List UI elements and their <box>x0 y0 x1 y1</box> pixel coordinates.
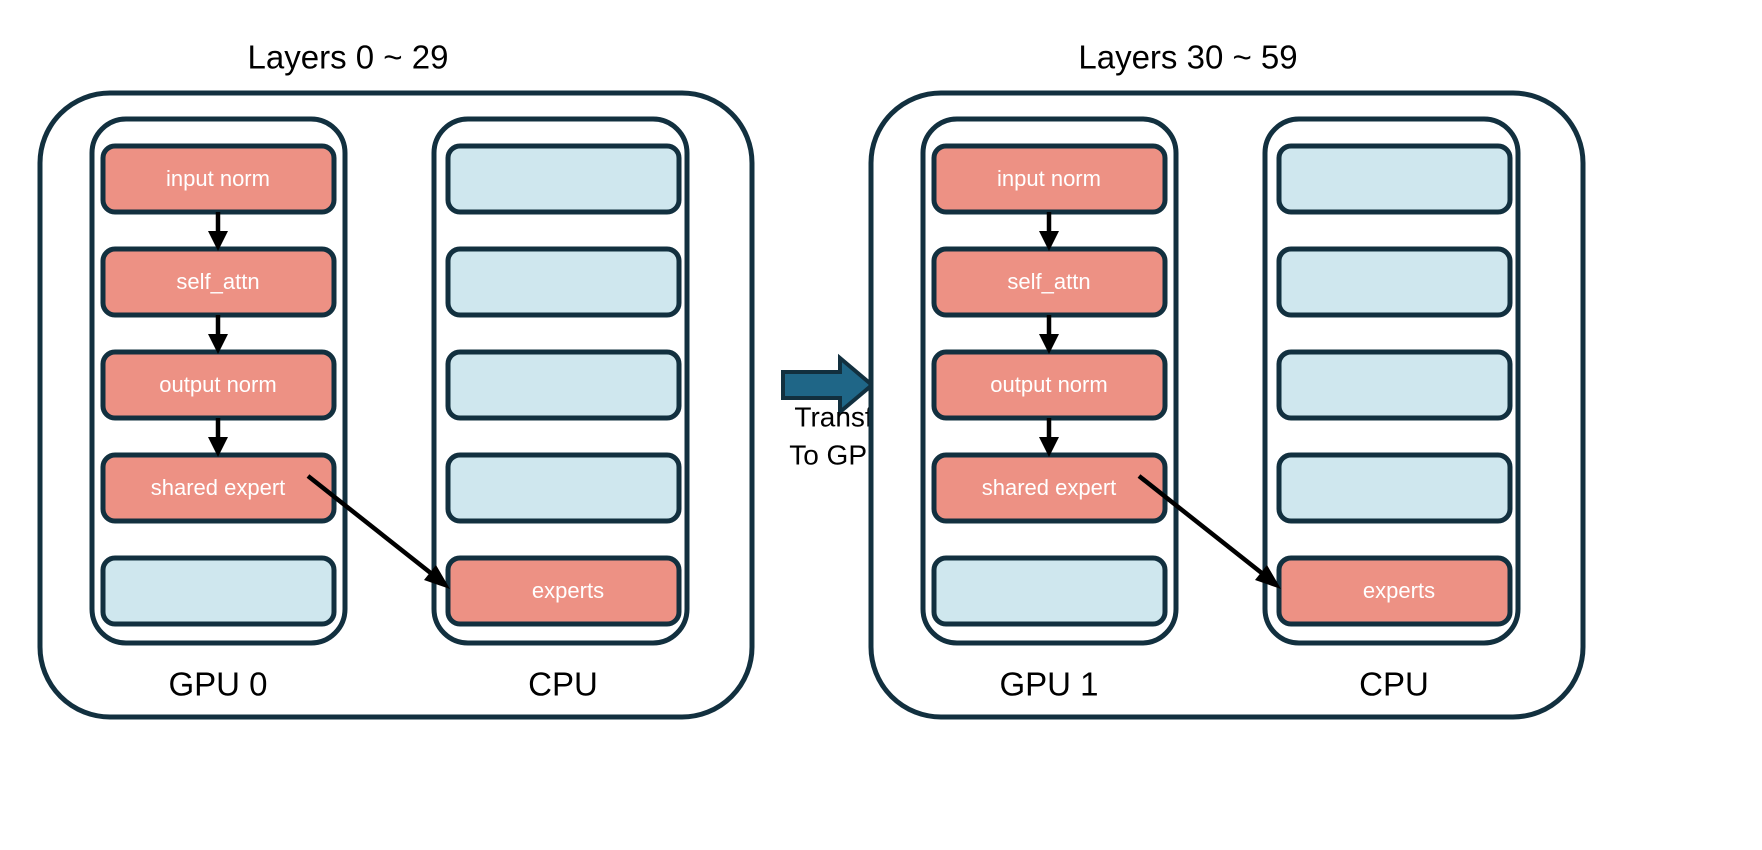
flow-arrow-gpu1-1 <box>1039 212 1059 251</box>
block-label-cpu-right-experts: experts <box>1363 578 1435 603</box>
flow-arrow-gpu0-3 <box>208 418 228 457</box>
block-cpu-left-slot-3[interactable] <box>445 349 682 421</box>
flow-arrow-gpu0-2 <box>208 315 228 354</box>
zone-label-cpu-right: CPU <box>1359 666 1429 703</box>
block-cpu-left-slot-2[interactable] <box>445 246 682 318</box>
block-cpu-right-slot-4[interactable] <box>1276 452 1513 524</box>
block-label-gpu0-self-attn: self_attn <box>176 269 259 294</box>
flow-arrow-gpu1-2 <box>1039 315 1059 354</box>
flow-arrow-gpu1-3 <box>1039 418 1059 457</box>
block-label-gpu1-shared-expert: shared expert <box>982 475 1117 500</box>
diagonal-arrow-right-shared-to-experts <box>1137 474 1281 589</box>
zone-label-cpu-left: CPU <box>528 666 598 703</box>
diagonal-arrow-left-shared-to-experts <box>306 474 450 589</box>
block-label-cpu-left-experts: experts <box>532 578 604 603</box>
block-cpu-right-slot-3[interactable] <box>1276 349 1513 421</box>
block-cpu-right-slot-1[interactable] <box>1276 143 1513 215</box>
panel-right-title: Layers 30 ~ 59 <box>1078 39 1297 76</box>
block-label-gpu1-self-attn: self_attn <box>1007 269 1090 294</box>
zone-label-gpu1: GPU 1 <box>999 666 1098 703</box>
block-cpu-right-slot-2[interactable] <box>1276 246 1513 318</box>
block-gpu1-empty[interactable] <box>931 555 1168 627</box>
block-label-gpu1-output-norm: output norm <box>990 372 1107 397</box>
panel-left-title: Layers 0 ~ 29 <box>248 39 449 76</box>
block-gpu0-empty[interactable] <box>100 555 337 627</box>
block-label-gpu0-output-norm: output norm <box>159 372 276 397</box>
block-label-gpu0-shared-expert: shared expert <box>151 475 286 500</box>
zone-label-gpu0: GPU 0 <box>168 666 267 703</box>
block-cpu-left-slot-1[interactable] <box>445 143 682 215</box>
block-label-gpu0-input-norm: input norm <box>166 166 270 191</box>
block-cpu-left-slot-4[interactable] <box>445 452 682 524</box>
flow-arrow-gpu0-1 <box>208 212 228 251</box>
transfer-arrow <box>781 353 876 417</box>
block-cpu-right-experts[interactable] <box>1276 555 1513 627</box>
block-label-gpu1-input-norm: input norm <box>997 166 1101 191</box>
block-cpu-left-experts[interactable] <box>445 555 682 627</box>
